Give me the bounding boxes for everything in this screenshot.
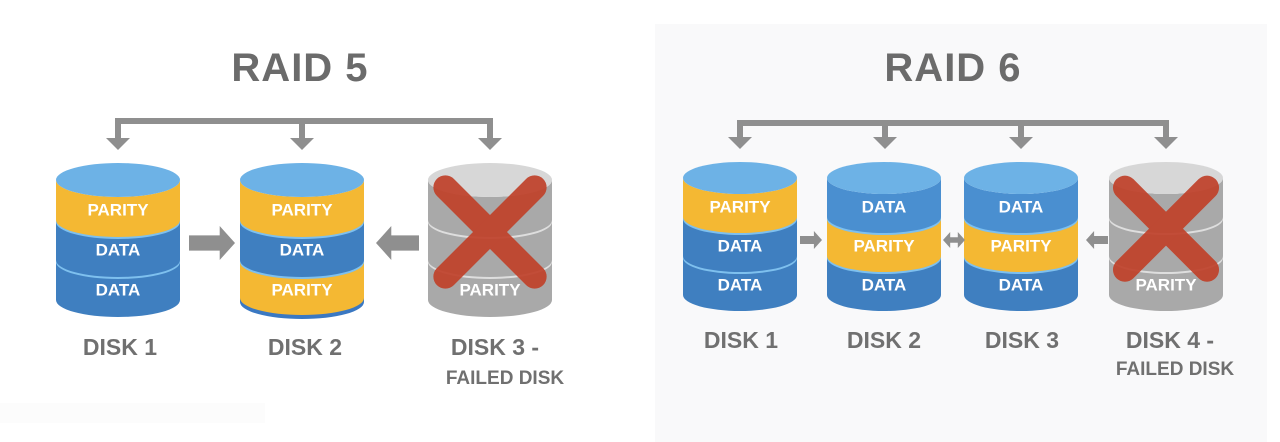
raid5-disk-3-label: DISK 3 - — [450, 334, 540, 360]
raid5-bracket-stem — [299, 121, 305, 140]
raid5-disk-3-segment-label: PARITY — [459, 280, 521, 299]
raid6-disk-2-segment-3 — [827, 256, 941, 311]
raid5-disk-2-segment-1 — [240, 180, 364, 237]
arrow-down-icon — [873, 137, 897, 149]
arrow-left-icon — [376, 226, 419, 260]
failed-x-icon — [1112, 175, 1220, 282]
raid6-bracket-stem — [1018, 123, 1024, 139]
arrow-down-icon — [290, 138, 314, 150]
raid6-distribution-bracket — [728, 120, 1178, 149]
raid5-disk-3-sublabel: FAILED DISK — [445, 368, 565, 389]
raid5-disk-2-segment-label: PARITY — [271, 200, 333, 219]
raid6-disk-3-segment-2 — [964, 217, 1078, 272]
raid5-disk-1-label: DISK 1 — [82, 334, 158, 360]
raid6-disk-4-label: DISK 4 - — [1125, 327, 1215, 353]
raid6-disk-3-segment-3 — [964, 256, 1078, 311]
raid6-disk-1-segment-label: DATA — [718, 236, 763, 255]
arrow-double-icon — [943, 232, 965, 248]
raid6-disk-2-segment-2 — [827, 217, 941, 272]
x-stroke — [433, 175, 547, 289]
raid6-disk-3: DATA PARITY DATA — [964, 162, 1078, 311]
raid5-disk-2-label: DISK 2 — [267, 334, 343, 360]
raid6-bracket-stem — [1163, 123, 1169, 139]
raid5-disk-1-segment-1 — [56, 180, 180, 237]
failed-x-icon — [433, 175, 547, 289]
arrow-down-icon — [1154, 137, 1178, 149]
arrow-down-icon — [1009, 137, 1033, 149]
raid6-disk-1-top — [683, 162, 797, 194]
raid5-disk-2-segment-2 — [240, 220, 364, 277]
raid6-disk-3-top — [964, 162, 1078, 194]
arrow-down-icon — [478, 138, 502, 150]
raid5-disk-1-segment-label: DATA — [96, 280, 141, 299]
raid6-bracket-stem — [737, 123, 743, 139]
raid5-bracket-stem — [115, 121, 121, 140]
raid5-disk-1-segment-label: DATA — [96, 240, 141, 259]
raid5-disks: PARITY DATA DATA PARITY DATA PARITY PARITY — [56, 163, 552, 319]
raid5-disk-3-segment-1 — [428, 180, 552, 237]
raid6-disk-2-top — [827, 162, 941, 194]
arrow-left-icon — [1086, 231, 1108, 249]
flow-arrows — [189, 226, 1108, 260]
raid6-disk-1-segment-label: DATA — [718, 275, 763, 294]
raid6-disk-1-segment-2 — [683, 217, 797, 272]
raid6-disk-1-segment-label: PARITY — [709, 197, 771, 216]
raid6-disk-1: PARITY DATA DATA — [683, 162, 797, 311]
raid5-disk-1-top — [56, 163, 180, 197]
raid6-disk-2-segment-label: DATA — [862, 197, 907, 216]
arrow-right-icon — [800, 231, 822, 249]
raid6-bracket-line — [737, 120, 1169, 126]
raid5-disk-2-segment-3 — [240, 260, 364, 317]
raid6-disk-1-segment-1 — [683, 178, 797, 233]
raid6-disk-3-label: DISK 3 — [984, 327, 1060, 353]
raid5-bracket-stem — [487, 121, 493, 140]
raid6-disk-4-segment-label: PARITY — [1135, 275, 1197, 294]
raid5-disk-2-top — [240, 163, 364, 197]
raid6-disk-3-segment-label: DATA — [999, 197, 1044, 216]
raid6-disk-4-segment-1 — [1109, 178, 1223, 233]
raid6-disk-4-sublabel: FAILED DISK — [1115, 359, 1235, 380]
raid6-disk-2: DATA PARITY DATA — [827, 162, 941, 311]
raid6-bracket-stem — [882, 123, 888, 139]
arrow-right-icon — [189, 226, 235, 260]
raid5-disk-1: PARITY DATA DATA — [56, 163, 180, 317]
raid6-disk-4: PARITY — [1109, 162, 1223, 311]
raid5-panel-footer — [0, 403, 265, 423]
raid5-disk-3-segment-3 — [428, 260, 552, 317]
raid6-disk-3-segment-label: DATA — [999, 275, 1044, 294]
raid6-disk-2-label: DISK 2 — [846, 327, 922, 353]
x-stroke — [1112, 175, 1220, 282]
raid6-disk-4-segment-3 — [1109, 256, 1223, 311]
raid5-distribution-bracket — [106, 118, 502, 150]
raid6-disk-3-segment-1 — [964, 178, 1078, 233]
raid6-disks: PARITYDATADATADATAPARITYDATADATAPARITYDA… — [683, 162, 1223, 311]
raid6-disk-2-segment-1 — [827, 178, 941, 233]
raid5-disk-2-bottom-rim — [240, 298, 364, 319]
raid6-disk-1-segment-3 — [683, 256, 797, 311]
raid5-disk-2-segment-label: DATA — [280, 240, 325, 259]
raid5-disk-1-segment-label: PARITY — [87, 200, 149, 219]
raid5-disk-1-segment-3 — [56, 260, 180, 317]
arrow-down-icon — [728, 137, 752, 149]
raid6-disk-3-segment-label: PARITY — [990, 236, 1052, 255]
raid6-disk-2-segment-label: DATA — [862, 275, 907, 294]
raid6-disk-2-segment-label: PARITY — [853, 236, 915, 255]
raid5-disk-2-segment-label: PARITY — [271, 280, 333, 299]
raid6-disk-1-label: DISK 1 — [703, 327, 779, 353]
arrow-down-icon — [106, 138, 130, 150]
raid5-disk-1-segment-2 — [56, 220, 180, 277]
raid5-title: RAID 5 — [231, 46, 369, 90]
raid5-disk-3: PARITY — [428, 163, 552, 317]
raid6-title: RAID 6 — [884, 46, 1022, 90]
raid5-disk-2: PARITY DATA PARITY — [240, 163, 364, 319]
